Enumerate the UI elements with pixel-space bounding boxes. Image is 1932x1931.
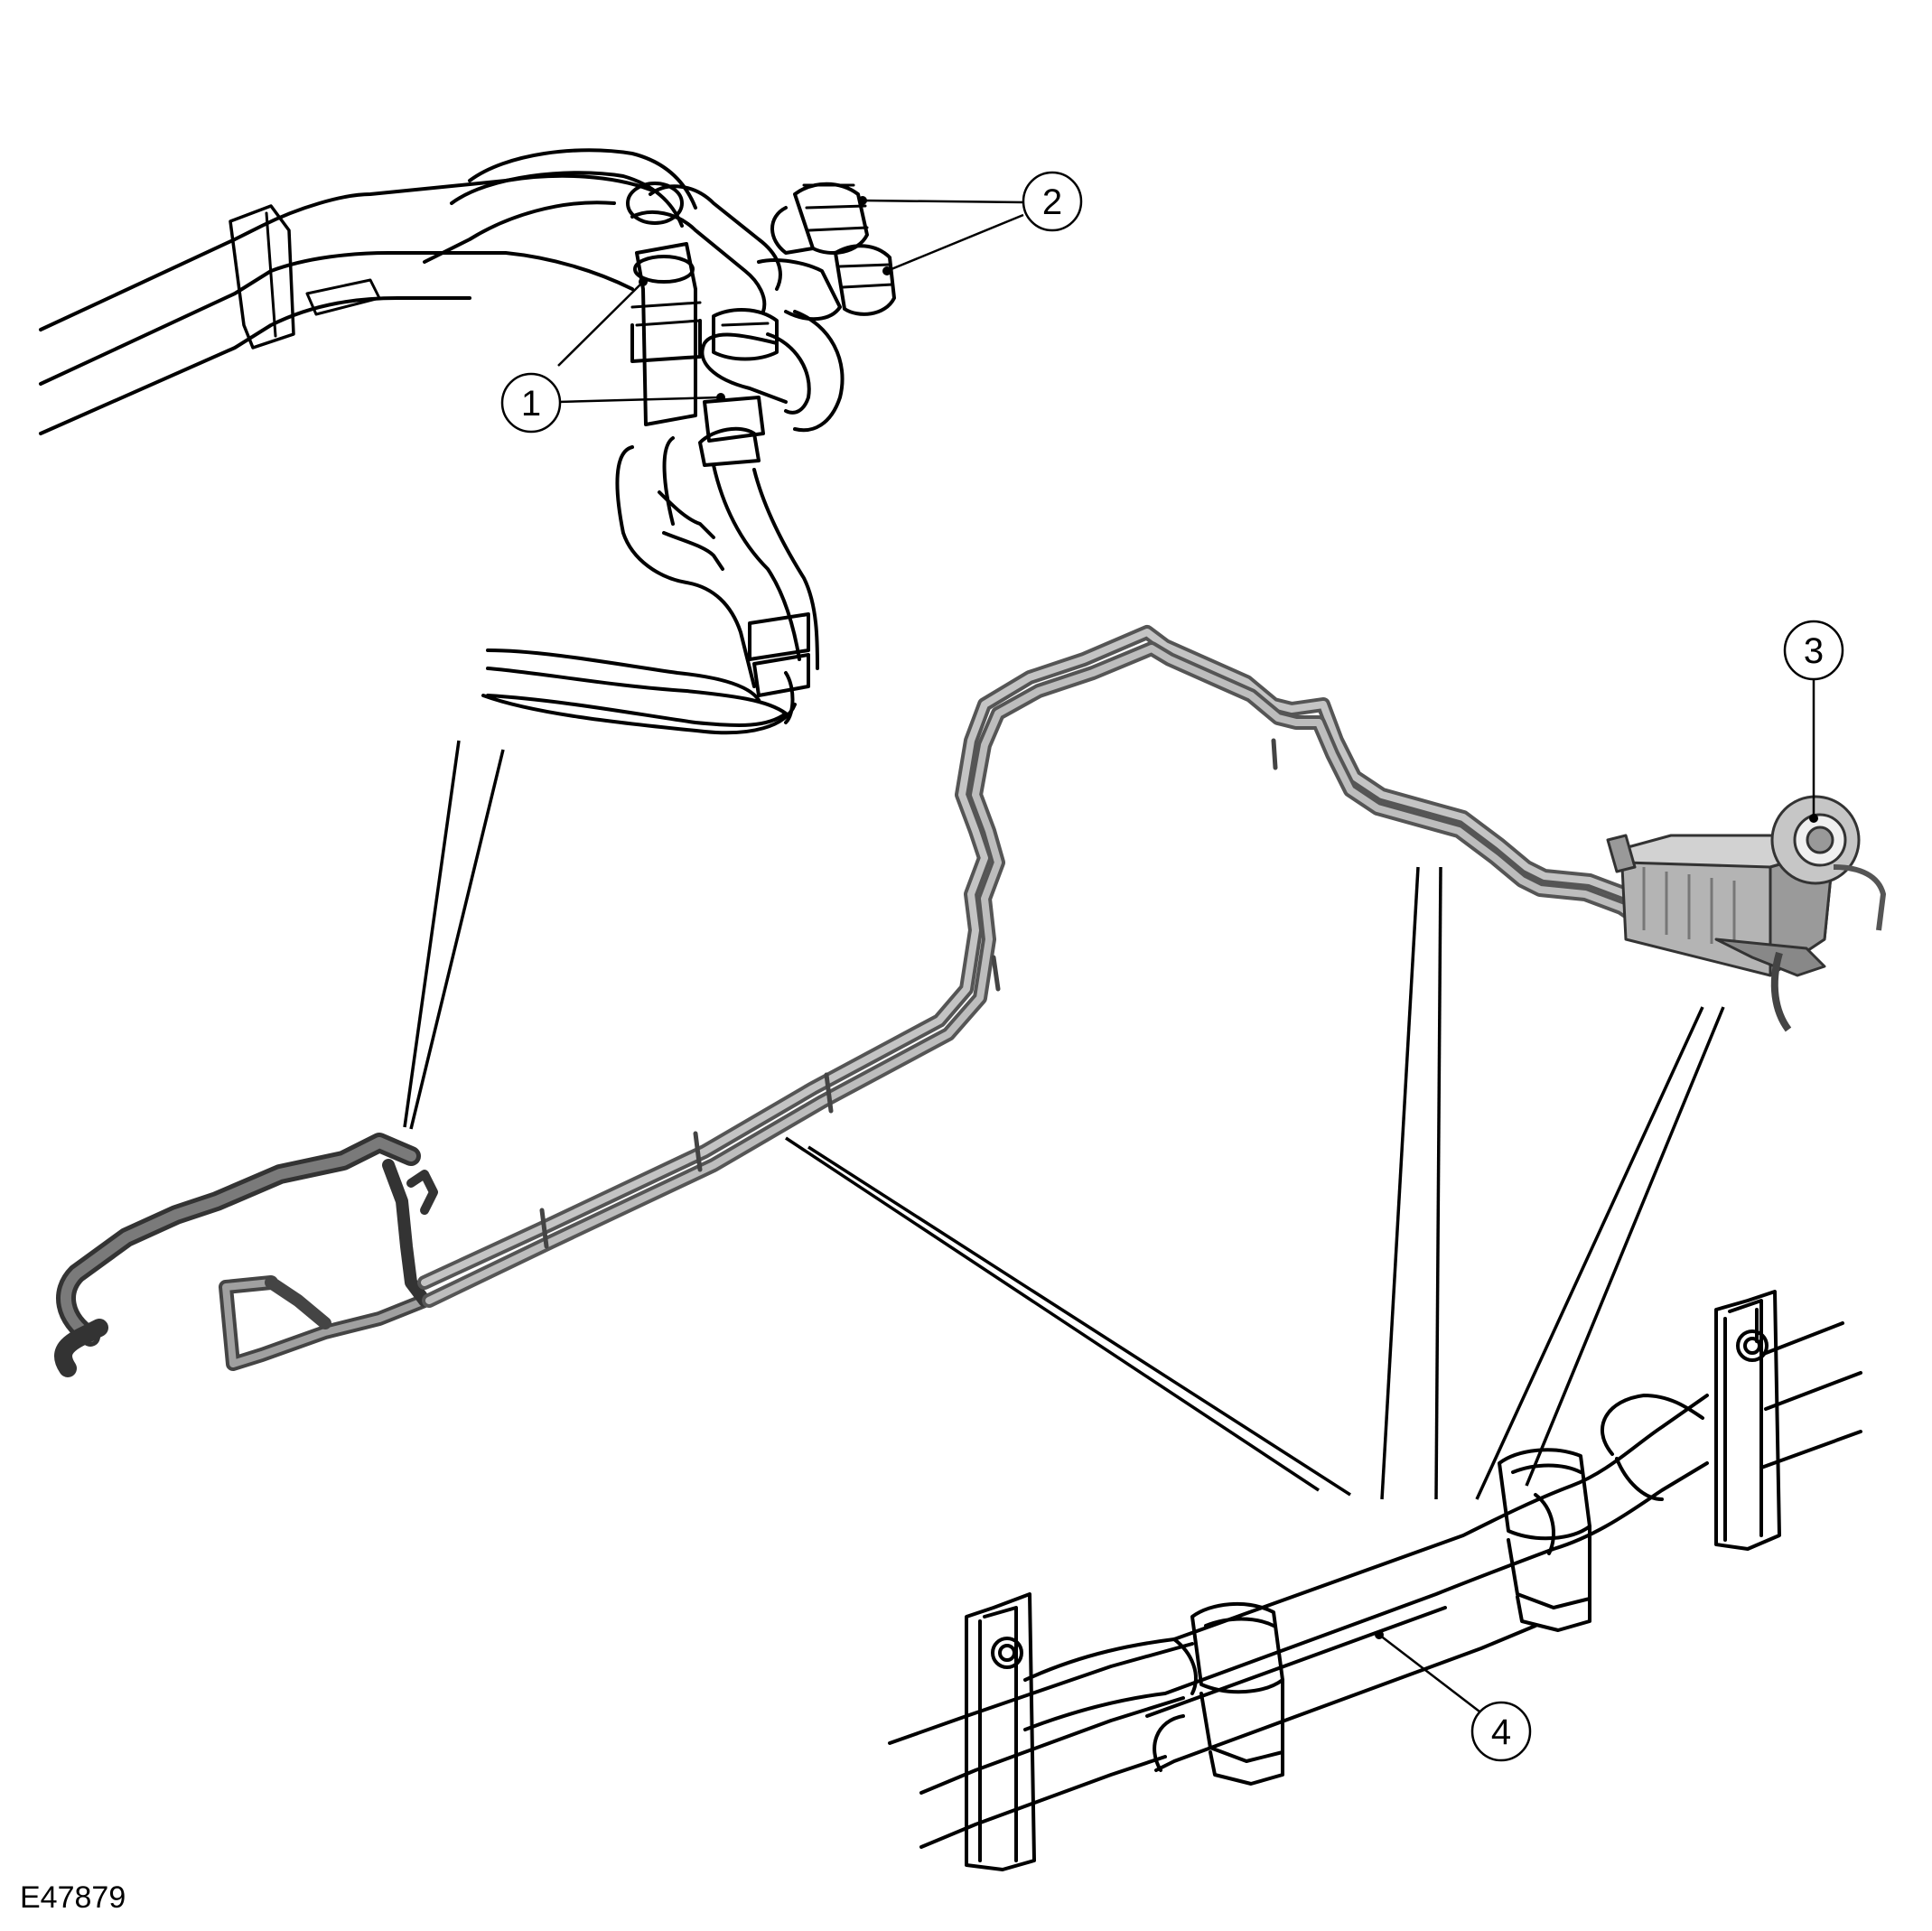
detail-view-leader-lines: [403, 740, 505, 1130]
heater-tube-assembly: [54, 625, 1778, 1377]
callout-3-label: 3: [1804, 631, 1824, 671]
callout-4: 4: [1375, 1630, 1532, 1762]
callout-2-label: 2: [1042, 182, 1062, 222]
figure-id: E47879: [20, 1880, 126, 1915]
heater-housing: [1606, 795, 1886, 1032]
callout-1-label: 1: [521, 384, 541, 424]
callout-1: 1: [500, 277, 725, 434]
detail-view-tube-clamps: [888, 1290, 1862, 1871]
callout-2: 2: [858, 171, 1083, 275]
callout-4-label: 4: [1491, 1712, 1511, 1752]
detail-4-leader-lines: [785, 866, 1725, 1500]
detail-view-hose-connections: [39, 148, 896, 735]
callout-3: 3: [1783, 620, 1844, 823]
